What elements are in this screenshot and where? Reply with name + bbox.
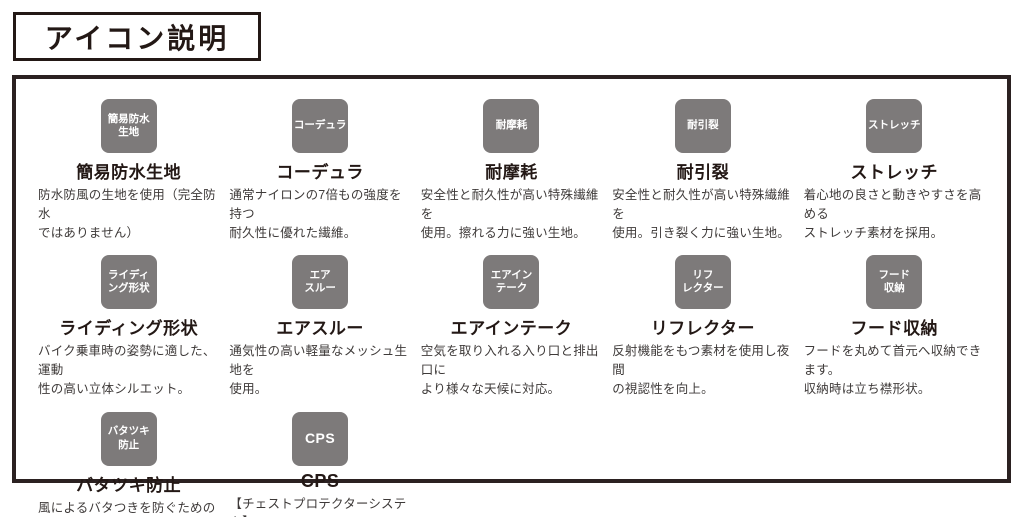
icon-item: コーデュラコーデュラ通常ナイロンの7倍もの強度を持つ 耐久性に優れた繊維。 — [229, 99, 410, 242]
feature-badge-icon: エアイン テーク — [483, 255, 540, 310]
icon-title: バタツキ防止 — [76, 475, 182, 495]
feature-badge-icon: ライディ ング形状 — [100, 255, 157, 310]
icon-description: フードを丸めて首元へ収納できます。 収納時は立ち襟形状。 — [803, 344, 982, 396]
icon-description: 通気性の高い軽量なメッシュ生地を 使用。 — [229, 344, 408, 396]
icon-title: エアスルー — [276, 319, 364, 339]
icon-item: ストレッチストレッチ着心地の良さと動きやすさを高める ストレッチ素材を採用。 — [804, 99, 985, 242]
icon-title: 簡易防水生地 — [76, 163, 182, 182]
feature-badge-icon: CPS — [292, 411, 349, 466]
icon-item: リフ レクターリフレクター反射機能をもつ素材を使用し夜間 の視認性を向上。 — [612, 255, 793, 398]
icon-title: 耐引裂 — [676, 163, 730, 182]
page-title: アイコン説明 — [44, 22, 230, 54]
icon-item: ライディ ング形状ライディング形状バイク乗車時の姿勢に適した、運動 性の高い立体… — [38, 255, 219, 398]
feature-badge-icon: 耐摩耗 — [483, 99, 540, 153]
icon-title: 耐摩耗 — [485, 163, 538, 182]
icon-description: 【チェストプロテクターシステム】 スナップボタン、ベルクロでの胸部 プロテクター… — [229, 496, 407, 517]
icon-legend-panel: 簡易防水 生地簡易防水生地防水防風の生地を使用（完全防水 ではありません）コーデ… — [12, 75, 1011, 517]
icon-item: バタツキ 防止バタツキ防止風によるバタつきを防ぐための防止 ベルト搭載。 — [38, 411, 219, 517]
icon-description: 風によるバタつきを防ぐための防止 ベルト搭載。 — [38, 500, 216, 515]
feature-badge-icon: ストレッチ — [866, 99, 923, 153]
feature-badge-icon: コーデュラ — [292, 99, 349, 153]
page-title-box: アイコン説明 — [13, 12, 261, 61]
icon-item: エアイン テークエアインテーク空気を取り入れる入り口と排出口に より様々な天候に… — [421, 255, 602, 398]
icon-item: 耐摩耗耐摩耗安全性と耐久性が高い特殊繊維を 使用。擦れる力に強い生地。 — [421, 99, 602, 242]
feature-badge-icon: 簡易防水 生地 — [100, 99, 157, 153]
icon-description: 通常ナイロンの7倍もの強度を持つ 耐久性に優れた繊維。 — [229, 188, 402, 240]
icon-description: 着心地の良さと動きやすさを高める ストレッチ素材を採用。 — [803, 188, 982, 240]
feature-badge-icon: リフ レクター — [674, 255, 731, 310]
feature-badge-icon: バタツキ 防止 — [100, 411, 157, 466]
icon-title: ライディング形状 — [59, 319, 199, 339]
icon-item: CPS CPS 【チェストプロテクターシステム】 スナップボタン、ベルクロでの胸部 … — [229, 411, 410, 517]
feature-badge-icon: フード 収納 — [866, 255, 923, 310]
icon-item: 耐引裂耐引裂安全性と耐久性が高い特殊繊維を 使用。引き裂く力に強い生地。 — [612, 99, 793, 242]
icon-grid: 簡易防水 生地簡易防水生地防水防風の生地を使用（完全防水 ではありません）コーデ… — [38, 99, 985, 517]
icon-title: フード収納 — [850, 319, 939, 339]
feature-badge-icon: 耐引裂 — [674, 99, 731, 153]
icon-item: 簡易防水 生地簡易防水生地防水防風の生地を使用（完全防水 ではありません） — [38, 99, 219, 242]
feature-badge-icon: エア スルー — [292, 255, 349, 310]
icon-title: コーデュラ — [276, 163, 364, 182]
icon-item: エア スルーエアスルー通気性の高い軽量なメッシュ生地を 使用。 — [229, 255, 410, 398]
icon-description: 安全性と耐久性が高い特殊繊維を 使用。擦れる力に強い生地。 — [420, 188, 599, 240]
icon-description: 安全性と耐久性が高い特殊繊維を 使用。引き裂く力に強い生地。 — [612, 188, 790, 240]
icon-description: バイク乗車時の姿勢に適した、運動 性の高い立体シルエット。 — [38, 344, 216, 396]
icon-title: エアインテーク — [450, 319, 573, 339]
icon-title: ストレッチ — [850, 163, 939, 182]
icon-item: フード 収納フード収納フードを丸めて首元へ収納できます。 収納時は立ち襟形状。 — [804, 255, 985, 398]
icon-description: 空気を取り入れる入り口と排出口に より様々な天候に対応。 — [420, 344, 599, 396]
icon-description: 防水防風の生地を使用（完全防水 ではありません） — [38, 188, 216, 240]
icon-description: 反射機能をもつ素材を使用し夜間 の視認性を向上。 — [612, 344, 790, 396]
icon-title: CPS — [300, 470, 340, 491]
icon-title: リフレクター — [650, 319, 756, 339]
